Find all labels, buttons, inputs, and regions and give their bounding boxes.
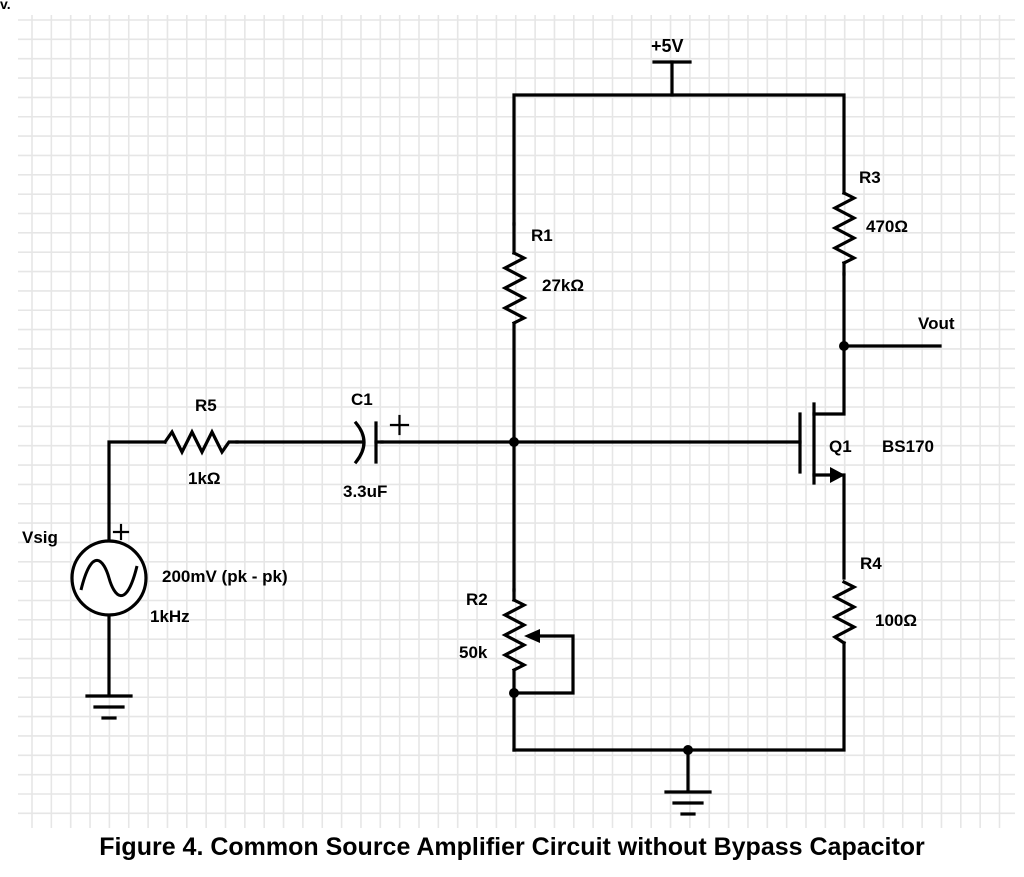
r3-value-label: 470Ω [866,217,908,236]
r5-ref-label: R5 [195,396,217,415]
r2-ref-label: R2 [466,590,488,609]
vsig-ref-label: Vsig [22,528,58,547]
r1-value-label: 27kΩ [542,276,584,295]
wire-pot-wiper [512,634,575,695]
wire-input [107,440,167,542]
wiper-arrow-icon [524,629,540,643]
junction-dot-vout [839,341,849,351]
resistor-r3-symbol [831,190,858,266]
q1-part-label: BS170 [882,437,934,456]
r4-ref-label: R4 [860,554,882,573]
potentiometer-r2-symbol [501,597,528,673]
resistor-r5-symbol [162,428,239,456]
junction-dot-ground [683,745,693,755]
wires [107,60,942,792]
grid-background [18,15,1015,828]
r4-value-label: 100Ω [875,611,917,630]
junction-dot-gate [509,437,519,447]
sine-wave-icon [79,558,139,598]
resistor-r1-symbol [501,250,528,326]
wire-bottom-rail [512,641,846,752]
q1-ref-label: Q1 [829,437,852,456]
wire-drain [812,272,846,416]
c1-ref-label: C1 [351,390,373,409]
c1-value-label: 3.3uF [343,482,387,501]
figure-caption: Figure 4. Common Source Amplifier Circui… [99,833,925,861]
junction-dot-pot [509,688,519,698]
r3-ref-label: R3 [859,168,881,187]
supply-label: +5V [651,36,684,56]
ground-icon-main [664,790,712,816]
wire-top-rail [512,93,846,226]
resistor-r4-symbol [831,579,858,646]
vout-label: Vout [918,314,955,333]
r2-value-label: 50k [459,643,488,662]
mosfet-source-arrow-icon [830,467,845,483]
r1-ref-label: R1 [531,226,553,245]
ground-icon-vsig [85,694,133,720]
vsig-amplitude-label: 200mV (pk - pk) [162,567,288,586]
capacitor-c1-curved-plate [353,420,366,465]
r5-value-label: 1kΩ [188,469,221,488]
corner-mark: v. [0,0,11,12]
vsig-frequency-label: 1kHz [150,607,190,626]
